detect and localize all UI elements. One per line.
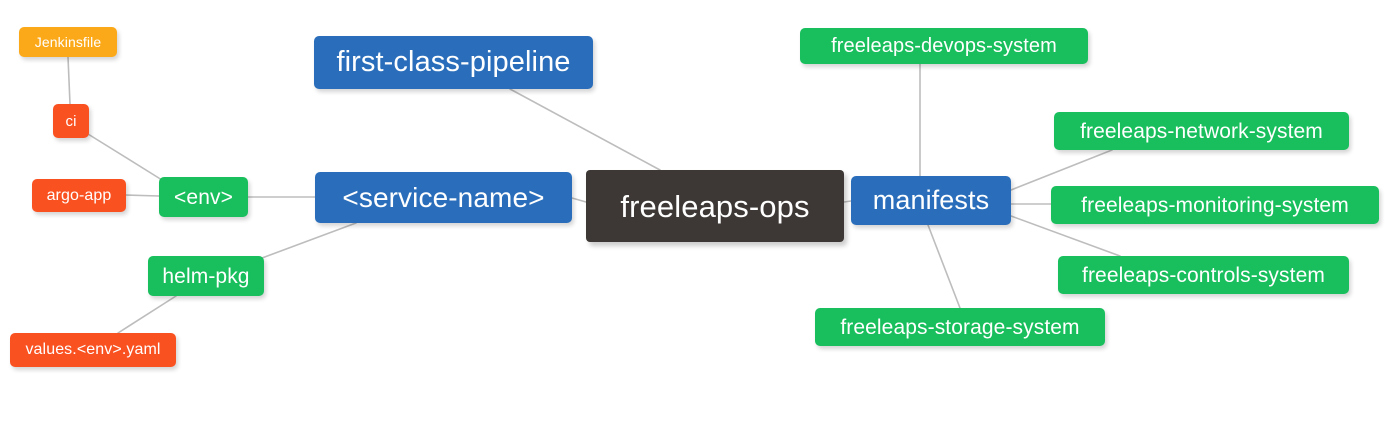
mindmap-node-freeleaps-monitoring-system[interactable]: freeleaps-monitoring-system	[1051, 186, 1379, 224]
mindmap-node-ci[interactable]: ci	[53, 104, 89, 138]
mindmap-node-jenkinsfile[interactable]: Jenkinsfile	[19, 27, 117, 57]
mindmap-node-freeleaps-storage-system[interactable]: freeleaps-storage-system	[815, 308, 1105, 346]
mindmap-node-label: freeleaps-network-system	[1080, 119, 1323, 143]
mindmap-node-label: freeleaps-monitoring-system	[1081, 193, 1349, 217]
mindmap-node-first-class-pipeline[interactable]: first-class-pipeline	[314, 36, 593, 89]
mindmap-node-values-yaml[interactable]: values.<env>.yaml	[10, 333, 176, 367]
mindmap-node-label: Jenkinsfile	[34, 34, 102, 50]
mindmap-node-helm-pkg[interactable]: helm-pkg	[148, 256, 264, 296]
mindmap-node-argo-app[interactable]: argo-app	[32, 179, 126, 212]
edge-helm-pkg-to-service-name	[261, 222, 357, 259]
edge-ops-to-manifests	[843, 200, 852, 203]
mindmap-node-label: values.<env>.yaml	[25, 341, 161, 358]
edge-values-to-helm-pkg	[117, 295, 177, 334]
mindmap-node-label: ci	[65, 112, 77, 130]
edge-manifests-to-network	[1010, 149, 1113, 191]
mindmap-node-label: freeleaps-controls-system	[1082, 263, 1325, 287]
mindmap-node-env[interactable]: <env>	[159, 177, 248, 217]
edge-first-class-pipeline-to-ops	[509, 88, 661, 171]
mindmap-node-freeleaps-controls-system[interactable]: freeleaps-controls-system	[1058, 256, 1349, 294]
mindmap-node-manifests[interactable]: manifests	[851, 176, 1011, 225]
edge-service-name-to-ops	[571, 197, 587, 203]
mindmap-node-label: first-class-pipeline	[336, 46, 571, 78]
mindmap-node-label: argo-app	[46, 186, 112, 204]
mindmap-node-label: helm-pkg	[162, 264, 250, 288]
mindmap-node-label: freeleaps-storage-system	[840, 315, 1080, 339]
mindmap-node-label: freeleaps-devops-system	[831, 35, 1057, 57]
mindmap-node-label: <service-name>	[342, 181, 545, 213]
mindmap-node-label: <env>	[174, 185, 233, 209]
edge-ci-to-env	[87, 133, 163, 181]
mindmap-node-label: manifests	[872, 185, 990, 215]
edge-manifests-to-storage	[927, 224, 961, 309]
mindmap-node-freeleaps-ops[interactable]: freeleaps-ops	[586, 170, 844, 242]
edge-argo-app-to-env	[125, 194, 160, 197]
mindmap-node-service-name[interactable]: <service-name>	[315, 172, 572, 223]
mindmap-node-freeleaps-network-system[interactable]: freeleaps-network-system	[1054, 112, 1349, 150]
mindmap-node-label: freeleaps-ops	[620, 188, 810, 224]
edge-jenkinsfile-to-ci	[67, 56, 71, 105]
mindmap-node-freeleaps-devops-system[interactable]: freeleaps-devops-system	[800, 28, 1088, 64]
